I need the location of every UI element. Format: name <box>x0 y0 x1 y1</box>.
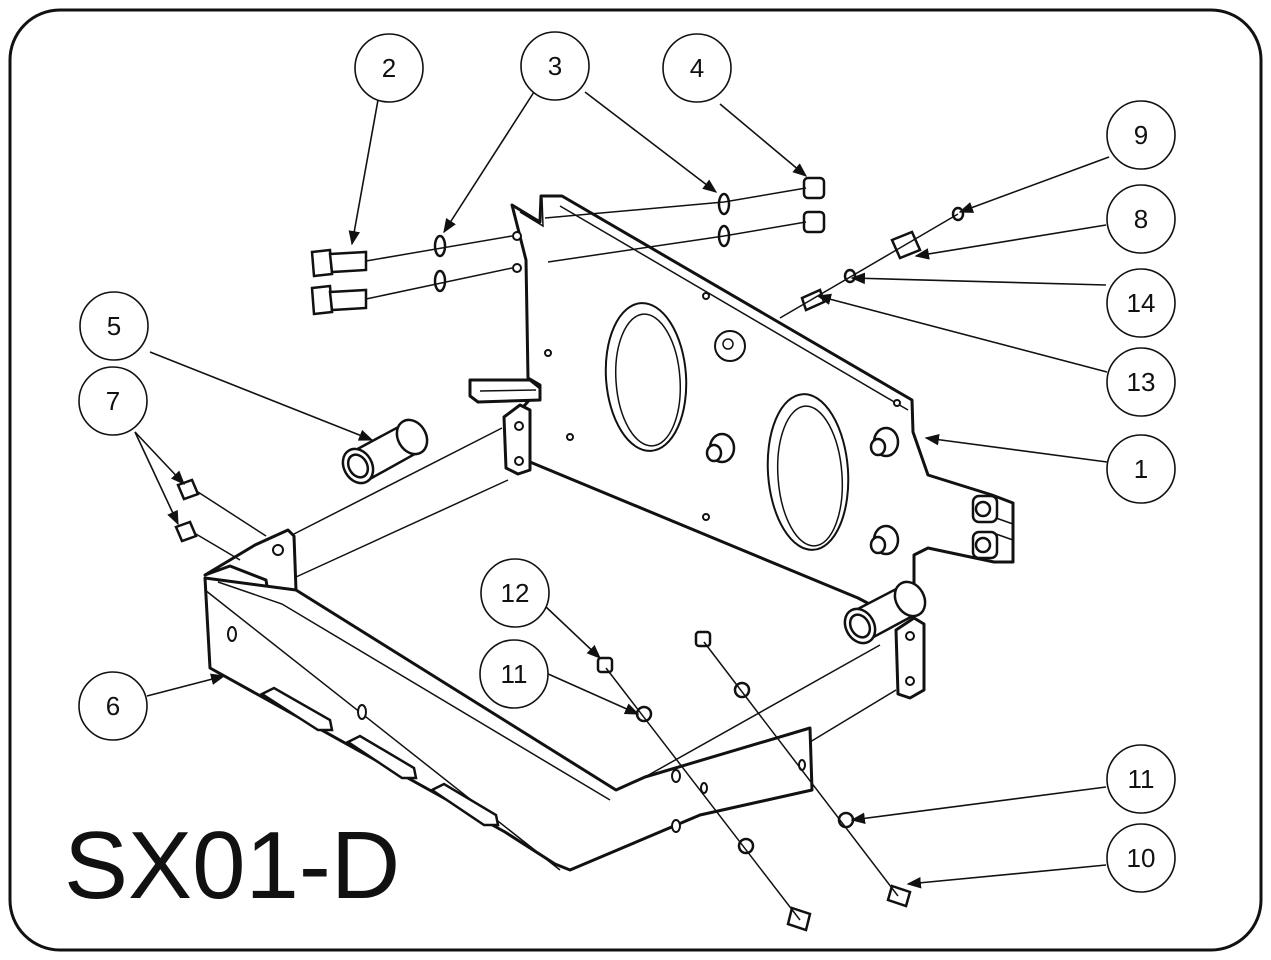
svg-text:13: 13 <box>1127 367 1156 397</box>
balloon-11-left: 11 <box>479 639 549 709</box>
leader-lines <box>134 91 1110 889</box>
svg-text:10: 10 <box>1127 843 1156 873</box>
svg-text:5: 5 <box>107 311 121 341</box>
balloon-7: 7 <box>78 366 148 436</box>
balloon-12: 12 <box>480 558 550 628</box>
balloon-6: 6 <box>78 671 148 741</box>
svg-text:4: 4 <box>690 53 704 83</box>
svg-text:14: 14 <box>1127 288 1156 318</box>
balloon-8: 8 <box>1106 184 1176 254</box>
balloon-13: 13 <box>1106 347 1176 417</box>
balloon-9: 9 <box>1106 100 1176 170</box>
balloon-5: 5 <box>79 291 149 361</box>
balloon-2: 2 <box>354 33 424 103</box>
tray <box>203 403 926 872</box>
svg-text:9: 9 <box>1134 120 1148 150</box>
svg-text:2: 2 <box>382 53 396 83</box>
svg-text:8: 8 <box>1134 204 1148 234</box>
balloon-11-right: 11 <box>1106 744 1176 814</box>
svg-text:11: 11 <box>501 659 528 689</box>
balloon-4: 4 <box>662 33 732 103</box>
svg-text:3: 3 <box>548 51 562 81</box>
mounting-plate <box>468 194 1015 622</box>
svg-text:11: 11 <box>1128 764 1155 794</box>
balloon-14: 14 <box>1106 268 1176 338</box>
svg-text:12: 12 <box>501 578 530 608</box>
svg-text:6: 6 <box>106 691 120 721</box>
fastener-hardware <box>174 176 965 932</box>
spacer-tubes <box>341 418 927 645</box>
drawing-title: SX01-D <box>64 812 400 919</box>
drawing-border <box>8 8 1263 952</box>
balloon-3: 3 <box>520 31 590 101</box>
svg-text:1: 1 <box>1134 454 1148 484</box>
balloon-1: 1 <box>1106 434 1176 504</box>
svg-text:7: 7 <box>106 386 120 416</box>
balloon-10: 10 <box>1106 823 1176 893</box>
